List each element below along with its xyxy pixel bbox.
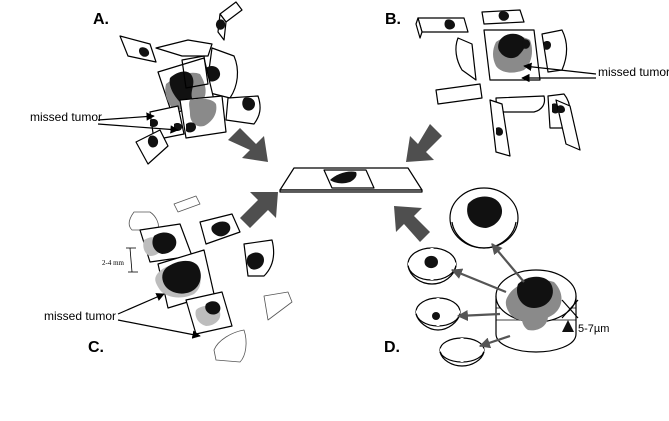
panel-c-fragment-left-mid (139, 223, 193, 263)
panel-c-fragment-top-right (199, 213, 241, 245)
panel-d-main-block (495, 269, 579, 353)
panel-c-fragment-right-mid (243, 239, 275, 277)
panel-b-pointer-arrow-upper (523, 62, 597, 75)
panel-c-fragment-bottom (213, 329, 247, 363)
panel-a-fragment-bottom (135, 129, 169, 165)
panel-b-fragment-far-right (555, 99, 581, 151)
panel-c-pointer-arrow-lower (117, 319, 201, 339)
panel-b-fragment-left-wedge (455, 37, 477, 81)
panel-c: C. (44, 195, 293, 363)
panel-a-missed-tumor-label: missed tumor (30, 110, 102, 124)
panel-a-pointer-arrow-upper (97, 112, 155, 121)
panel-a-fragment-lower-right (225, 95, 261, 125)
panel-b-fragment-lower-left (435, 83, 483, 105)
arrow-b-to-slide (406, 124, 442, 162)
panel-c-label: C. (88, 339, 104, 356)
arrow-d-to-slide (394, 206, 430, 242)
panel-c-pointer-arrow-upper (117, 293, 165, 315)
panel-a-label: A. (93, 11, 109, 28)
panel-d-arrow-to-disc-2 (456, 310, 501, 322)
panel-a-pointer-arrow-lower (97, 123, 179, 134)
panel-b-label: B. (385, 11, 401, 28)
panel-a-fragment-center-gray (181, 55, 209, 89)
panel-d-disc-left-1 (407, 247, 457, 285)
panel-c-fragment-top-mid (173, 195, 201, 213)
panel-d-arrow-to-disc-1 (450, 268, 507, 294)
panel-d-top-disc (449, 187, 519, 249)
panel-b-fragment-center (483, 29, 541, 81)
panel-d-section-thickness-label: 5-7µm (578, 323, 609, 335)
panel-d: D. (384, 187, 609, 367)
arrow-c-to-slide (240, 192, 278, 228)
panel-b-fragment-top-left (415, 17, 469, 39)
panel-a-fragment-top-mid (155, 39, 213, 57)
panel-b-fragment-top-right (481, 9, 525, 25)
panel-c-missed-tumor-label: missed tumor (44, 309, 116, 323)
panel-d-disc-left-2 (415, 297, 461, 331)
panel-b: B. (385, 9, 669, 157)
panel-d-arrow-to-disc-3 (478, 334, 511, 349)
arrow-a-to-slide (228, 128, 268, 162)
panel-a-fragment-left (119, 35, 157, 63)
panel-b-fragment-bottom-left (489, 99, 511, 157)
panel-d-arrow-to-top-disc (491, 243, 525, 283)
panel-c-fragment-lower (185, 291, 233, 335)
panel-a-fragment-top-right (215, 1, 243, 41)
panel-b-fragment-right-wedge (541, 29, 568, 73)
panel-c-thickness-scale (129, 247, 133, 273)
panel-a: A. (30, 1, 261, 165)
panel-b-missed-tumor-label: missed tumor (598, 65, 669, 79)
panel-c-fragment-right-side (263, 291, 293, 321)
panel-a-fragment-lower-center (179, 95, 227, 139)
panel-c-thickness-label: 2-4 mm (102, 259, 125, 267)
panel-d-label: D. (384, 339, 400, 356)
panel-c-fragment-center (155, 249, 215, 309)
panel-d-disc-left-3 (439, 337, 485, 367)
glass-slide (279, 167, 423, 193)
slide-tumor-section (330, 171, 357, 184)
